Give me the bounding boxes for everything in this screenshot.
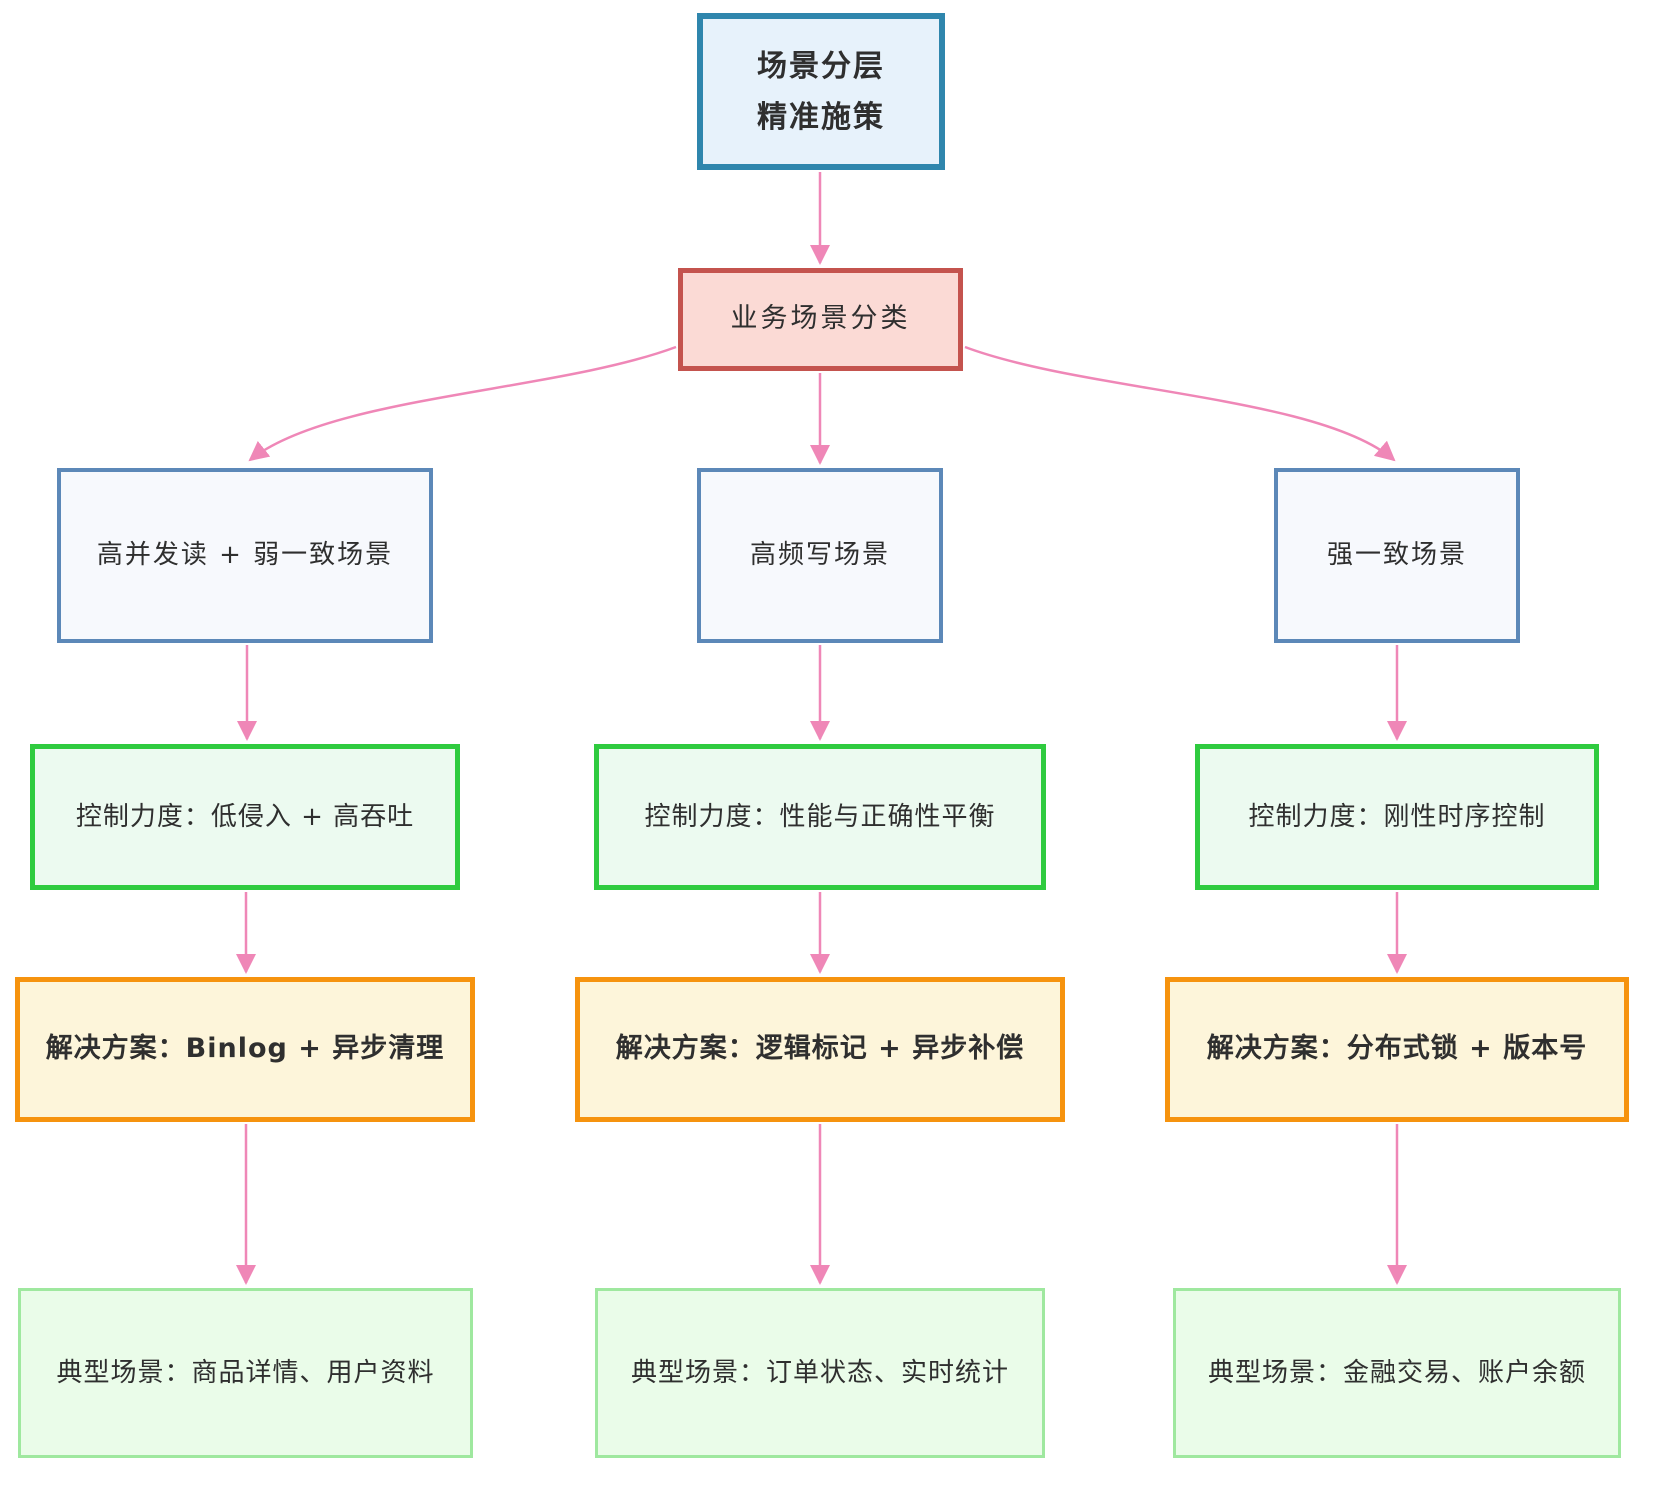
scene-node-high-concurrency-read: 高并发读 + 弱一致场景 bbox=[57, 468, 433, 643]
edge-category-to-scene-right bbox=[964, 345, 1396, 462]
solution-label: 解决方案：逻辑标记 + 异步补偿 bbox=[615, 1033, 1025, 1065]
scene-label: 高频写场景 bbox=[749, 540, 890, 570]
solution-label: 解决方案：分布式锁 + 版本号 bbox=[1206, 1033, 1588, 1065]
solution-node-high-frequency-write: 解决方案：逻辑标记 + 异步补偿 bbox=[575, 977, 1065, 1122]
edge-category-to-scene-left bbox=[248, 345, 677, 462]
control-label: 控制力度：刚性时序控制 bbox=[1248, 801, 1546, 832]
scene-node-high-frequency-write: 高频写场景 bbox=[697, 468, 943, 643]
solution-node-high-concurrency-read: 解决方案：Binlog + 异步清理 bbox=[15, 977, 475, 1122]
control-node-strong-consistency: 控制力度：刚性时序控制 bbox=[1195, 744, 1599, 890]
typical-node-high-frequency-write: 典型场景：订单状态、实时统计 bbox=[595, 1288, 1045, 1458]
typical-node-high-concurrency-read: 典型场景：商品详情、用户资料 bbox=[18, 1288, 473, 1458]
title-line-1: 场景分层 bbox=[757, 48, 885, 84]
solution-label: 解决方案：Binlog + 异步清理 bbox=[45, 1033, 445, 1065]
typical-node-strong-consistency: 典型场景：金融交易、账户余额 bbox=[1173, 1288, 1621, 1458]
scene-label: 高并发读 + 弱一致场景 bbox=[96, 540, 394, 570]
scene-label: 强一致场景 bbox=[1326, 540, 1467, 570]
category-node: 业务场景分类 bbox=[678, 268, 963, 371]
category-label: 业务场景分类 bbox=[730, 303, 911, 335]
typical-label: 典型场景：商品详情、用户资料 bbox=[56, 1357, 435, 1388]
control-label: 控制力度：性能与正确性平衡 bbox=[644, 801, 996, 832]
typical-label: 典型场景：订单状态、实时统计 bbox=[630, 1357, 1009, 1388]
title-line-2: 精准施策 bbox=[757, 99, 885, 135]
title-node: 场景分层 精准施策 bbox=[697, 13, 945, 170]
control-label: 控制力度：低侵入 + 高吞吐 bbox=[75, 801, 415, 832]
solution-node-strong-consistency: 解决方案：分布式锁 + 版本号 bbox=[1165, 977, 1629, 1122]
control-node-high-concurrency-read: 控制力度：低侵入 + 高吞吐 bbox=[30, 744, 460, 890]
typical-label: 典型场景：金融交易、账户余额 bbox=[1207, 1357, 1586, 1388]
control-node-high-frequency-write: 控制力度：性能与正确性平衡 bbox=[594, 744, 1046, 890]
scene-node-strong-consistency: 强一致场景 bbox=[1274, 468, 1520, 643]
